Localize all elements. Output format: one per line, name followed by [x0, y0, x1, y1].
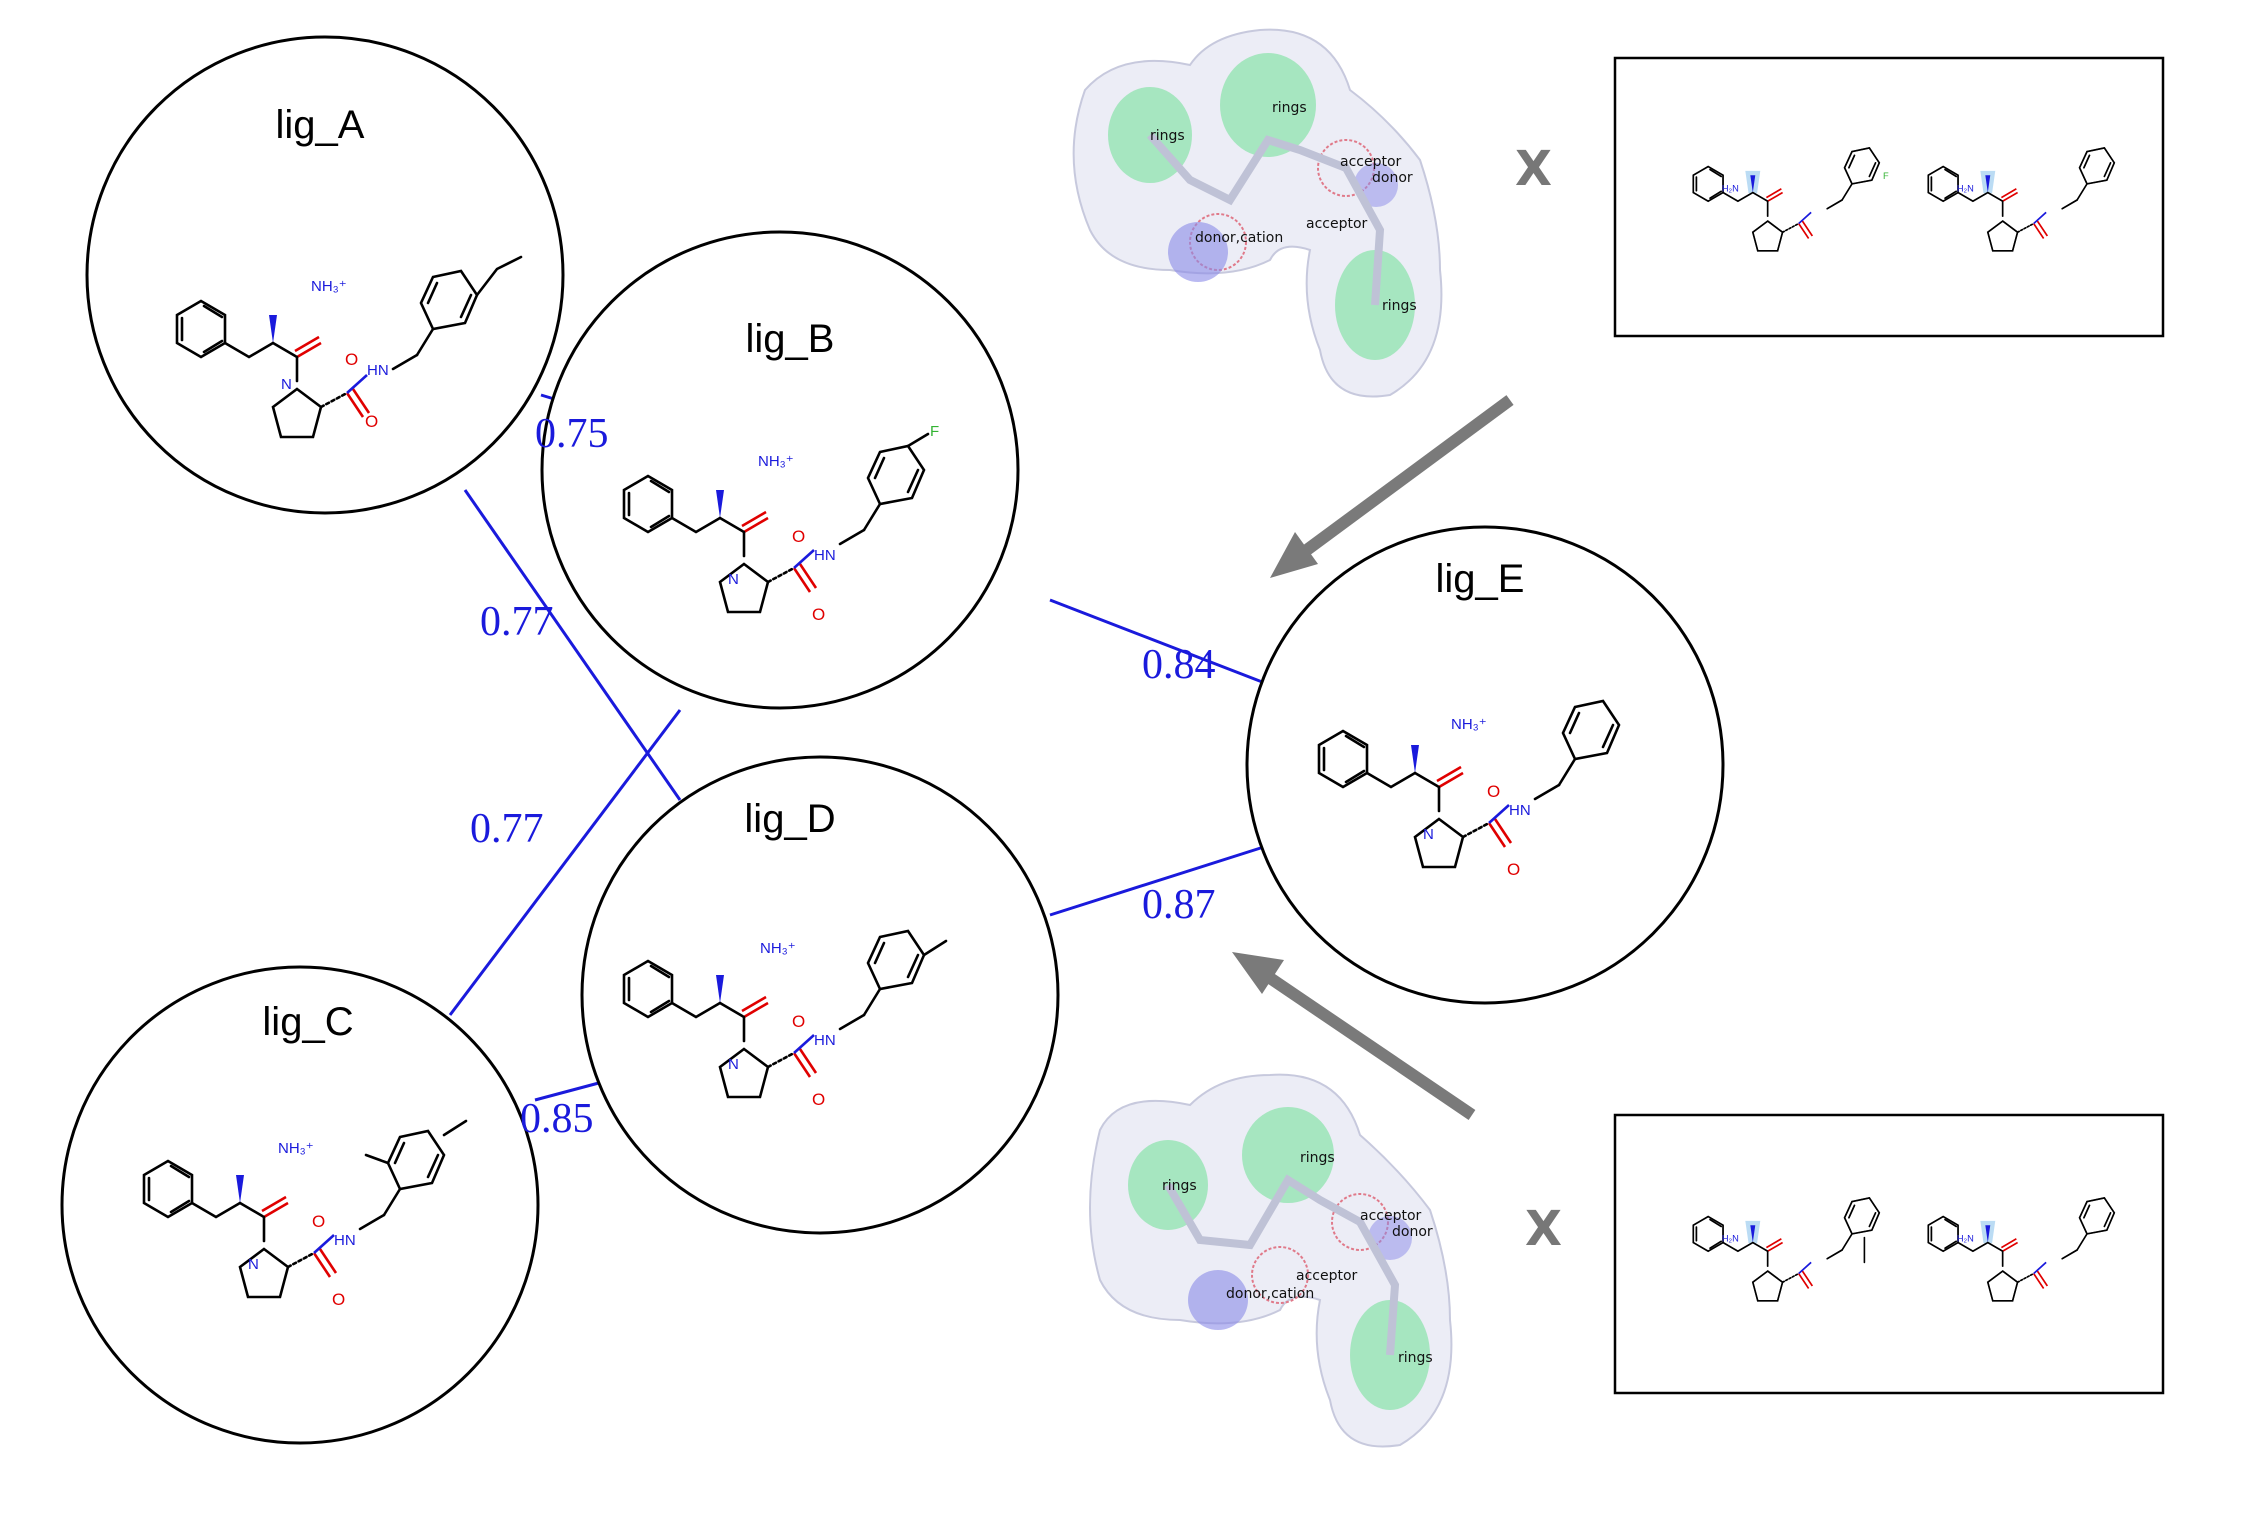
oxygen-label: O — [332, 1290, 345, 1309]
fluorine-label: F — [1883, 171, 1889, 181]
ring-feature-sphere — [1242, 1107, 1334, 1203]
rings-label: rings — [1300, 1150, 1335, 1166]
ring-n-label: N — [728, 571, 739, 588]
amide-nh-label: HN — [814, 1032, 836, 1049]
edge-d-e — [1049, 843, 1271, 917]
highlighted-ligand-left: F H₂N — [1693, 148, 1889, 251]
oxygen-label: O — [1487, 782, 1500, 801]
node-lig-c[interactable]: lig_C NH₃⁺ N HN O O — [60, 965, 540, 1445]
amine-label: NH₃⁺ — [760, 940, 796, 957]
fluoro-bond — [906, 432, 930, 448]
node-lig-e[interactable]: lig_E NH₃⁺ N HN O O — [1245, 525, 1725, 1005]
edge-a-d — [463, 489, 682, 801]
oxygen-label: O — [812, 1090, 825, 1109]
operator-x-bottom: X — [1525, 1201, 1562, 1257]
acceptor-label: acceptor — [1360, 1208, 1422, 1224]
node-label: lig_B — [746, 317, 835, 361]
acceptor-label: acceptor — [1296, 1268, 1358, 1284]
node-lig-d[interactable]: lig_D NH₃⁺ N HN O O — [580, 755, 1060, 1235]
amide-nh-label: HN — [1509, 802, 1531, 819]
highlighted-ligand-right: H₂N — [1928, 148, 2114, 251]
donor-feature-sphere — [1188, 1270, 1248, 1330]
edge-label-a-b: 0.75 — [535, 411, 609, 457]
acceptor-feature-sphere — [1251, 1246, 1309, 1304]
highlighted-ligand-left: H₂N — [1693, 1198, 1879, 1301]
node-lig-a[interactable]: lig_A NH₃⁺ N HN O O — [85, 35, 565, 515]
rings-label: rings — [1382, 298, 1417, 314]
pharmacophore-overlay-bottom: rings rings rings acceptor acceptor dono… — [1089, 1073, 1453, 1448]
ligand-backbone — [1147, 132, 1385, 306]
mcs-match-box-top: F H₂N H₂N — [1613, 56, 2165, 338]
edge-label-a-d: 0.77 — [480, 599, 554, 645]
ring-n-label: N — [728, 1056, 739, 1073]
ring-n-label: N — [248, 1256, 259, 1273]
node-lig-b[interactable]: lig_B NH₃⁺ N HN O O F — [540, 230, 1020, 710]
rings-label: rings — [1150, 128, 1185, 144]
oxygen-label: O — [345, 350, 358, 369]
donor-cation-label: donor,cation — [1195, 230, 1283, 246]
rings-label: rings — [1272, 100, 1307, 116]
node-label: lig_D — [744, 797, 835, 841]
amine-label: H₂N — [1957, 183, 1974, 193]
rings-label: rings — [1398, 1350, 1433, 1366]
edge-group — [448, 393, 1271, 1102]
methyl-2 — [364, 1153, 390, 1165]
methyl-3 — [922, 939, 948, 957]
arrow-bottom — [1232, 952, 1476, 1120]
amine-label: NH₃⁺ — [311, 278, 347, 295]
node-label: lig_E — [1436, 557, 1525, 601]
edge-c-b — [448, 709, 682, 1016]
acceptor-label: acceptor — [1340, 154, 1402, 170]
donor-label: donor — [1372, 170, 1413, 186]
amine-label: NH₃⁺ — [278, 1140, 314, 1157]
amine-label: NH₃⁺ — [1451, 716, 1487, 733]
edge-label-group: 0.75 0.77 0.77 0.85 0.84 0.87 — [470, 411, 1216, 1142]
edge-label-b-e: 0.84 — [1142, 642, 1216, 688]
amide-nh-label: HN — [814, 547, 836, 564]
amide-nh-label: HN — [334, 1232, 356, 1249]
ring-n-label: N — [1423, 826, 1434, 843]
oxygen-label: O — [312, 1212, 325, 1231]
amine-label: H₂N — [1722, 183, 1739, 193]
donor-label: donor — [1392, 1224, 1433, 1240]
highlighted-ligand-right: H₂N — [1928, 1198, 2114, 1301]
edge-label-c-b: 0.77 — [470, 806, 544, 852]
edge-b-e — [1049, 598, 1271, 687]
acceptor-label: acceptor — [1306, 216, 1368, 232]
ligand-backbone — [1164, 1174, 1400, 1356]
donor-cation-label: donor,cation — [1226, 1286, 1314, 1302]
rings-label: rings — [1162, 1178, 1197, 1194]
methyl-5 — [442, 1119, 468, 1137]
oxygen-label: O — [812, 605, 825, 624]
oxygen-label: O — [365, 412, 378, 431]
node-label: lig_C — [262, 1000, 353, 1044]
node-label: lig_A — [276, 103, 365, 147]
ethyl-substituent — [475, 255, 523, 297]
amine-label: H₂N — [1722, 1233, 1739, 1243]
amine-label: H₂N — [1957, 1233, 1974, 1243]
ring-n-label: N — [281, 376, 292, 393]
oxygen-label: O — [792, 1012, 805, 1031]
amide-nh-label: HN — [367, 362, 389, 379]
ring-feature-sphere — [1220, 53, 1316, 157]
donor-feature-sphere — [1168, 222, 1228, 282]
edge-label-d-e: 0.87 — [1142, 882, 1216, 928]
amine-label: NH₃⁺ — [758, 453, 794, 470]
oxygen-label: O — [1507, 860, 1520, 879]
mcs-match-box-bottom: H₂N H₂N — [1613, 1113, 2165, 1395]
oxygen-label: O — [792, 527, 805, 546]
operator-x-top: X — [1515, 141, 1552, 197]
fluorine-label: F — [930, 423, 939, 440]
arrow-top — [1270, 395, 1514, 578]
pharmacophore-overlay-top: rings rings rings acceptor acceptor dono… — [1072, 28, 1443, 398]
edge-label-c-d: 0.85 — [520, 1096, 594, 1142]
